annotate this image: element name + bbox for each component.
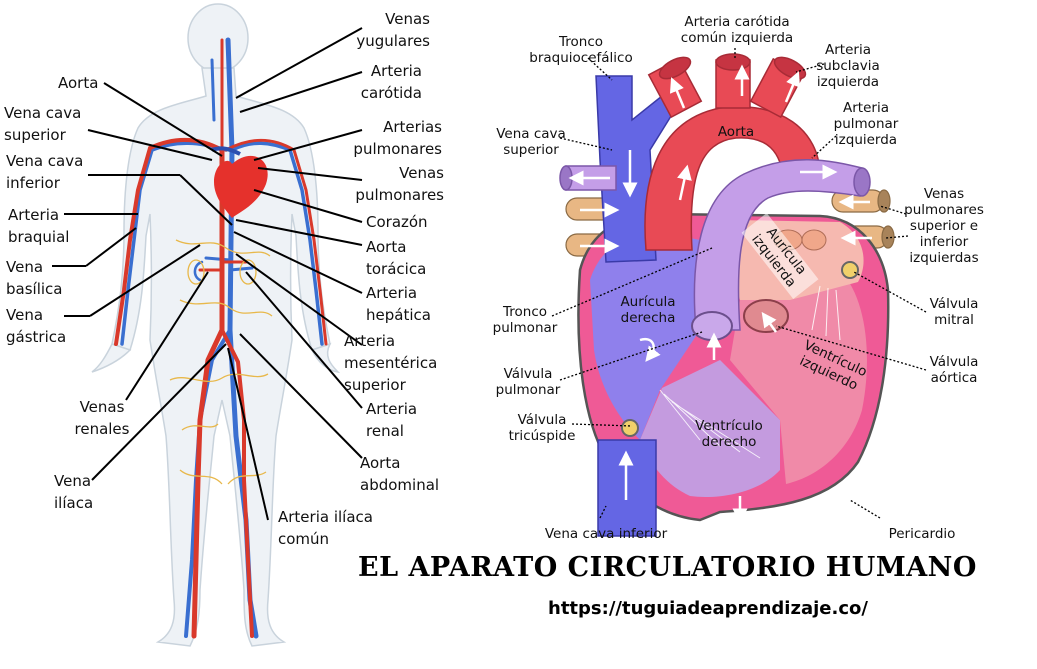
- arteries: [114, 38, 328, 639]
- page-title: EL APARATO CIRCULATORIO HUMANO: [358, 552, 977, 583]
- label-corazon: Corazón: [366, 213, 428, 231]
- body-silhouette: [91, 3, 341, 647]
- capillary-network: [169, 239, 273, 485]
- label-aorta: Aorta: [58, 74, 99, 92]
- right-heart-chamber: [590, 232, 700, 440]
- source-url[interactable]: https://tuguiadeaprendizaje.co/: [548, 598, 868, 619]
- chordae-tendineae: [659, 285, 841, 459]
- body-heart-shape: [214, 155, 268, 218]
- label-vena-cava-inferior-heart: Vena cava inferior: [544, 526, 668, 542]
- heart-leader-lines: [551, 48, 927, 519]
- flow-arrows: [568, 64, 872, 524]
- label-pericardio: Pericardio: [888, 526, 956, 542]
- label-aorta-inner: Aorta: [717, 124, 755, 140]
- body-leader-lines: [52, 27, 363, 521]
- right-ventricle: [640, 360, 780, 497]
